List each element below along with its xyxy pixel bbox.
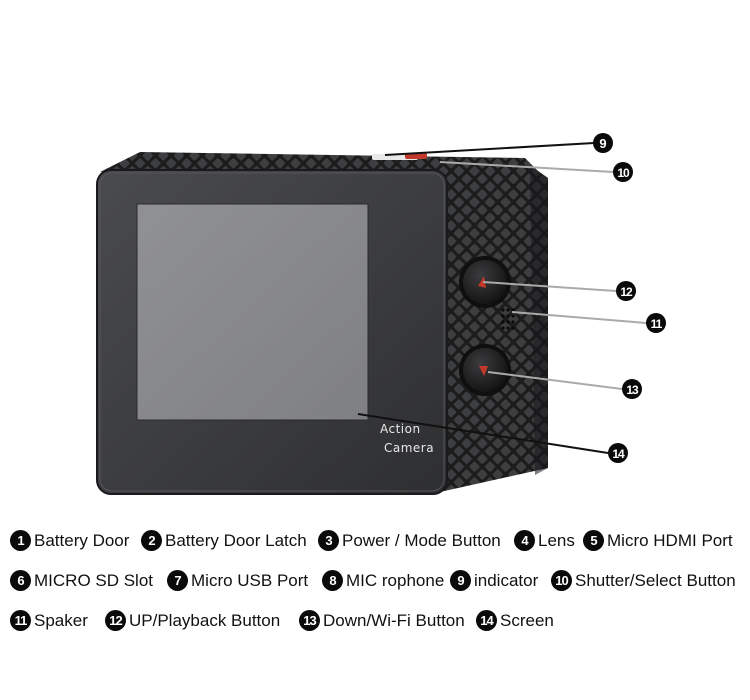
legend-item-12: 12 UP/Playback Button <box>105 610 280 631</box>
svg-text:11: 11 <box>651 317 663 331</box>
svg-text:9: 9 <box>599 136 606 151</box>
legend-label: MIC rophone <box>346 570 445 590</box>
camera-side-face <box>440 160 548 492</box>
leader-line-12 <box>482 281 617 292</box>
screen-brand-line-2: Camera <box>384 441 434 455</box>
legend-item-5: 5 Micro HDMI Port <box>583 530 733 551</box>
leader-line-14 <box>357 413 609 454</box>
legend-item-3: 3 Power / Mode Button <box>318 530 501 551</box>
legend-label: Lens <box>538 530 575 550</box>
legend-number: 12 <box>105 610 126 631</box>
leader-line-10 <box>439 161 614 173</box>
leader-line-13 <box>487 371 623 390</box>
legend-number: 5 <box>583 530 604 551</box>
legend-label: Micro HDMI Port <box>607 530 733 550</box>
callout-badge-14: 14 <box>608 443 628 463</box>
callout-badge-11: 11 <box>646 313 666 333</box>
legend-item-4: 4 Lens <box>514 530 575 551</box>
legend-item-13: 13 Down/Wi-Fi Button <box>299 610 465 631</box>
up-arrow-icon <box>478 276 486 288</box>
screen-brand-line-1: Action <box>380 422 421 436</box>
leader-line-11 <box>511 311 647 324</box>
legend-label: Screen <box>500 610 554 630</box>
legend-number: 7 <box>167 570 188 591</box>
speaker-grille <box>501 308 515 330</box>
legend-label: Shutter/Select Button <box>575 570 736 590</box>
legend-number: 13 <box>299 610 320 631</box>
legend-item-10: 10 Shutter/Select Button <box>551 570 736 591</box>
down-wifi-button <box>459 344 511 396</box>
down-arrow-icon <box>479 366 488 376</box>
legend-label: Battery Door <box>34 530 130 550</box>
callout-badge-13: 13 <box>622 379 642 399</box>
legend-number: 4 <box>514 530 535 551</box>
svg-text:14: 14 <box>612 447 625 461</box>
legend-item-11: 11 Spaker <box>10 610 88 631</box>
legend-number: 8 <box>322 570 343 591</box>
legend-number: 6 <box>10 570 31 591</box>
legend-label: indicator <box>474 570 539 590</box>
legend-label: UP/Playback Button <box>129 610 281 630</box>
legend-item-8: 8 MIC rophone <box>322 570 444 591</box>
legend-number: 9 <box>450 570 471 591</box>
callout-badge-9: 9 <box>593 133 613 153</box>
camera-screen <box>136 203 369 421</box>
legend-number: 3 <box>318 530 339 551</box>
svg-text:10: 10 <box>617 166 630 180</box>
legend-label: Down/Wi-Fi Button <box>323 610 465 630</box>
legend-label: Power / Mode Button <box>342 530 501 550</box>
callout-badge-12: 12 <box>616 281 636 301</box>
legend-number: 2 <box>141 530 162 551</box>
legend-number: 11 <box>10 610 31 631</box>
legend-number: 10 <box>551 570 572 591</box>
legend-item-14: 14 Screen <box>476 610 554 631</box>
legend-item-6: 6 MICRO SD Slot <box>10 570 153 591</box>
legend-item-7: 7 Micro USB Port <box>167 570 308 591</box>
svg-text:12: 12 <box>620 285 633 299</box>
legend-label: MICRO SD Slot <box>34 570 154 590</box>
legend-number: 1 <box>10 530 31 551</box>
callout-badge-10: 10 <box>613 162 633 182</box>
legend-label: Micro USB Port <box>191 570 309 590</box>
legend-item-2: 2 Battery Door Latch <box>141 530 307 551</box>
legend-item-9: 9 indicator <box>450 570 538 591</box>
svg-text:13: 13 <box>626 383 639 397</box>
leader-line-9 <box>384 142 595 156</box>
legend-label: Spaker <box>34 610 88 630</box>
legend-number: 14 <box>476 610 497 631</box>
legend-item-1: 1 Battery Door <box>10 530 129 551</box>
legend-label: Battery Door Latch <box>165 530 307 550</box>
